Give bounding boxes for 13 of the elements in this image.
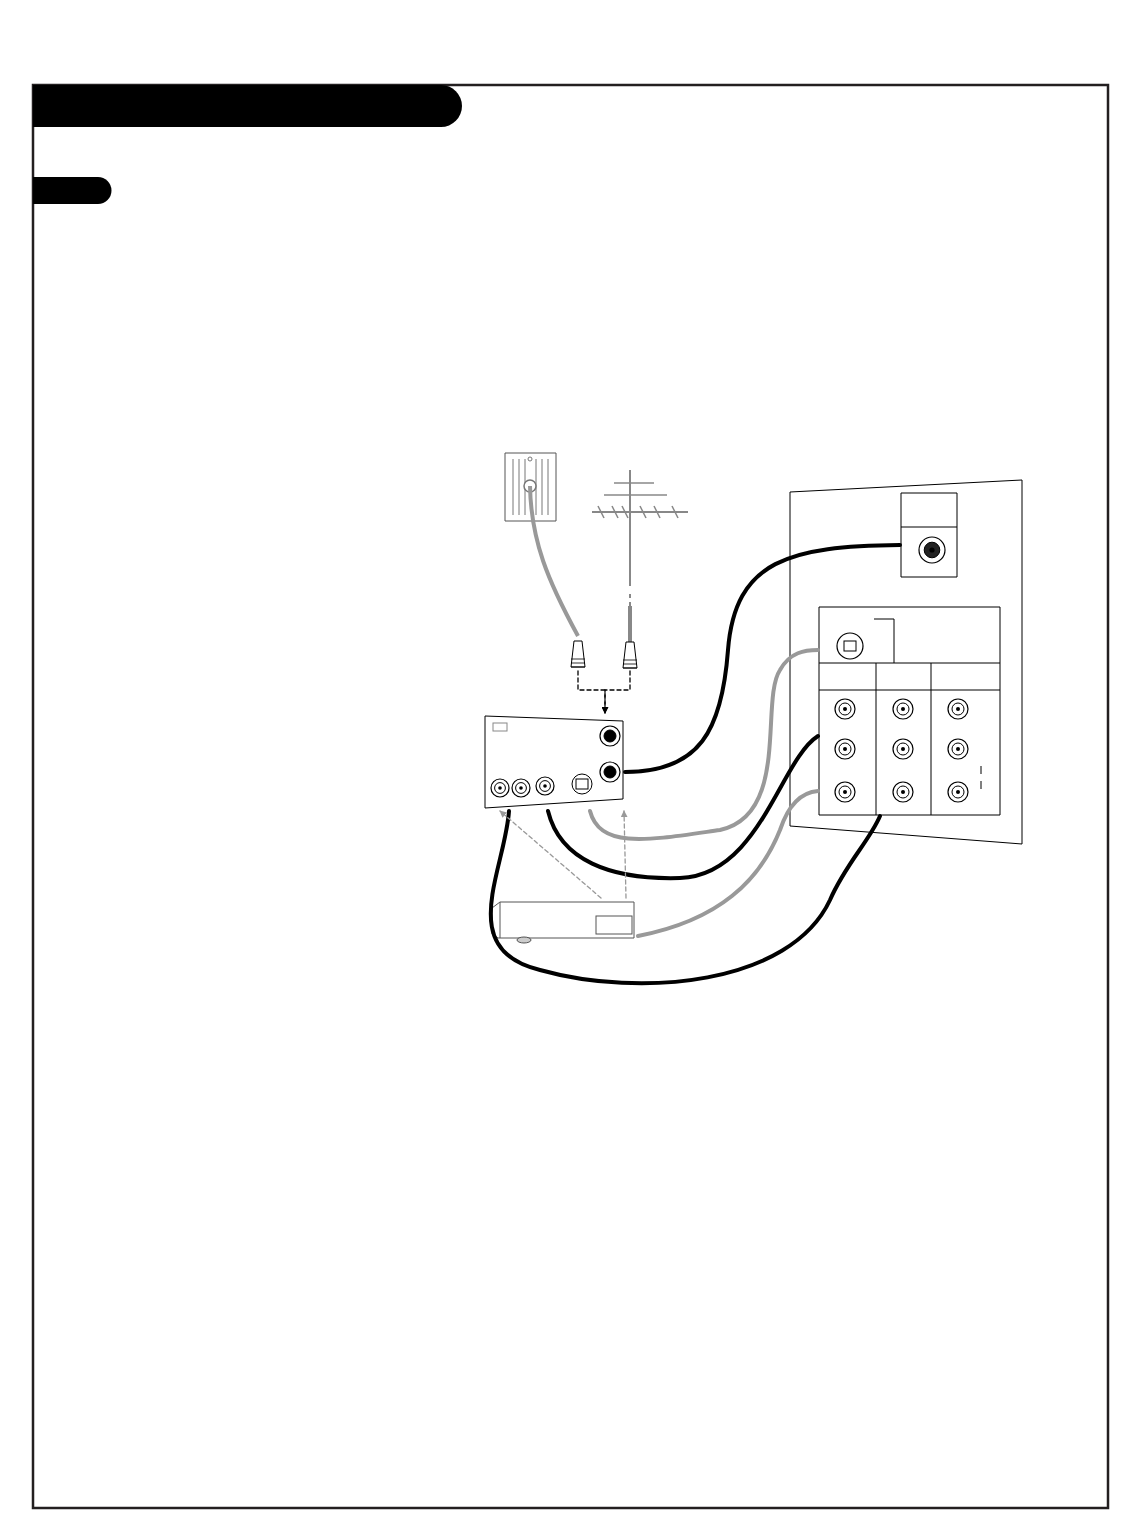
cable (588, 648, 820, 841)
wall-jack-drawing (503, 451, 589, 671)
cable (546, 734, 820, 881)
dashed-arrow (620, 810, 628, 899)
dashed-arrow (601, 670, 631, 714)
cable (636, 789, 820, 938)
tv-back-panel (788, 478, 1024, 846)
av-input-panel (818, 606, 1001, 816)
vcr-back-panel-drawing (483, 713, 625, 811)
antenna-input-panel (900, 492, 958, 578)
dashed-arrow (499, 810, 602, 899)
cable (623, 543, 902, 774)
cable (488, 809, 882, 986)
